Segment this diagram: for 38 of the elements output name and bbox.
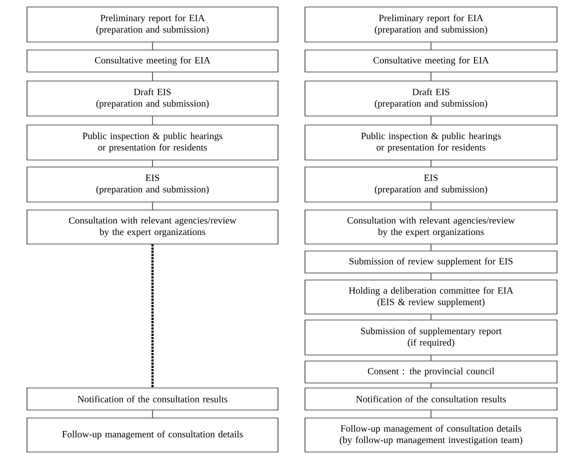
- connector-line: [430, 314, 432, 320]
- connector-line: [430, 160, 432, 167]
- connector-line: [430, 116, 432, 125]
- process-box: Submission of review supplement for EIS: [304, 250, 558, 274]
- connector-line: [152, 116, 153, 125]
- connector-line: [152, 410, 153, 418]
- process-box: Consultation with relevant agencies/review by the expert organizations: [304, 210, 558, 244]
- connector-line: [430, 72, 432, 81]
- connector-line: [152, 72, 153, 81]
- process-box: Draft EIS (preparation and submission): [26, 80, 278, 116]
- process-box: Preliminary report for EIA (preparation and submission): [304, 6, 558, 42]
- connector-line: [430, 355, 432, 361]
- process-box: Consultative meeting for EIA: [26, 50, 278, 72]
- connector-line: [430, 42, 432, 50]
- process-box: Holding a deliberation committee for EIA (EIS & review supplement): [304, 280, 558, 314]
- process-box: Public inspection & public hearings or presentation for residents: [26, 124, 278, 160]
- connector-line: [430, 410, 432, 418]
- connector-line: [430, 244, 432, 251]
- connector-line: [430, 383, 432, 388]
- process-box: Consent : the provincial council: [304, 360, 558, 384]
- process-box: Public inspection & public hearings or presentation for residents: [304, 124, 558, 160]
- process-box: EIS (preparation and submission): [26, 166, 278, 202]
- connector-line: [152, 42, 153, 50]
- process-box: Notification of the consultation results: [304, 388, 558, 410]
- process-box: Consultation with relevant agencies/review by the expert organizations: [26, 210, 278, 244]
- connector-line: [152, 160, 153, 167]
- process-box: Follow-up management of consultation details (by follow-up management investigation team): [304, 418, 558, 452]
- process-box: Follow-up management of consultation details: [26, 418, 278, 452]
- process-box: Notification of the consultation results: [26, 388, 278, 410]
- process-box: Consultative meeting for EIA: [304, 50, 558, 72]
- process-box: Submission of supplementary report (if required): [304, 320, 558, 356]
- connector-line: [430, 273, 432, 280]
- connector-line: [430, 202, 432, 210]
- connector-line: [151, 244, 154, 388]
- process-box: Preliminary report for EIA (preparation and submission): [26, 6, 278, 42]
- process-box: Draft EIS (preparation and submission): [304, 80, 558, 116]
- process-box: EIS (preparation and submission): [304, 166, 558, 202]
- connector-line: [152, 202, 153, 210]
